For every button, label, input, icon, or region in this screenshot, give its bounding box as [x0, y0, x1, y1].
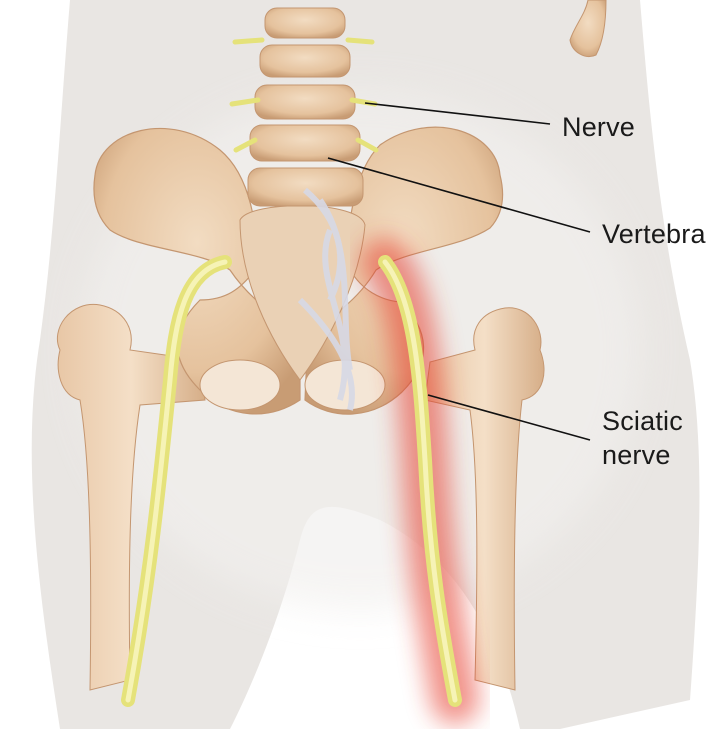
sciatic-nerve-label-line1: Sciatic [602, 404, 722, 438]
nerve-label: Nerve [562, 110, 635, 144]
vertebra-label: Vertebra [602, 217, 706, 251]
sciatic-nerve-label-line2: nerve [602, 438, 722, 472]
sciatic-nerve-label: Sciatic nerve [602, 404, 722, 472]
